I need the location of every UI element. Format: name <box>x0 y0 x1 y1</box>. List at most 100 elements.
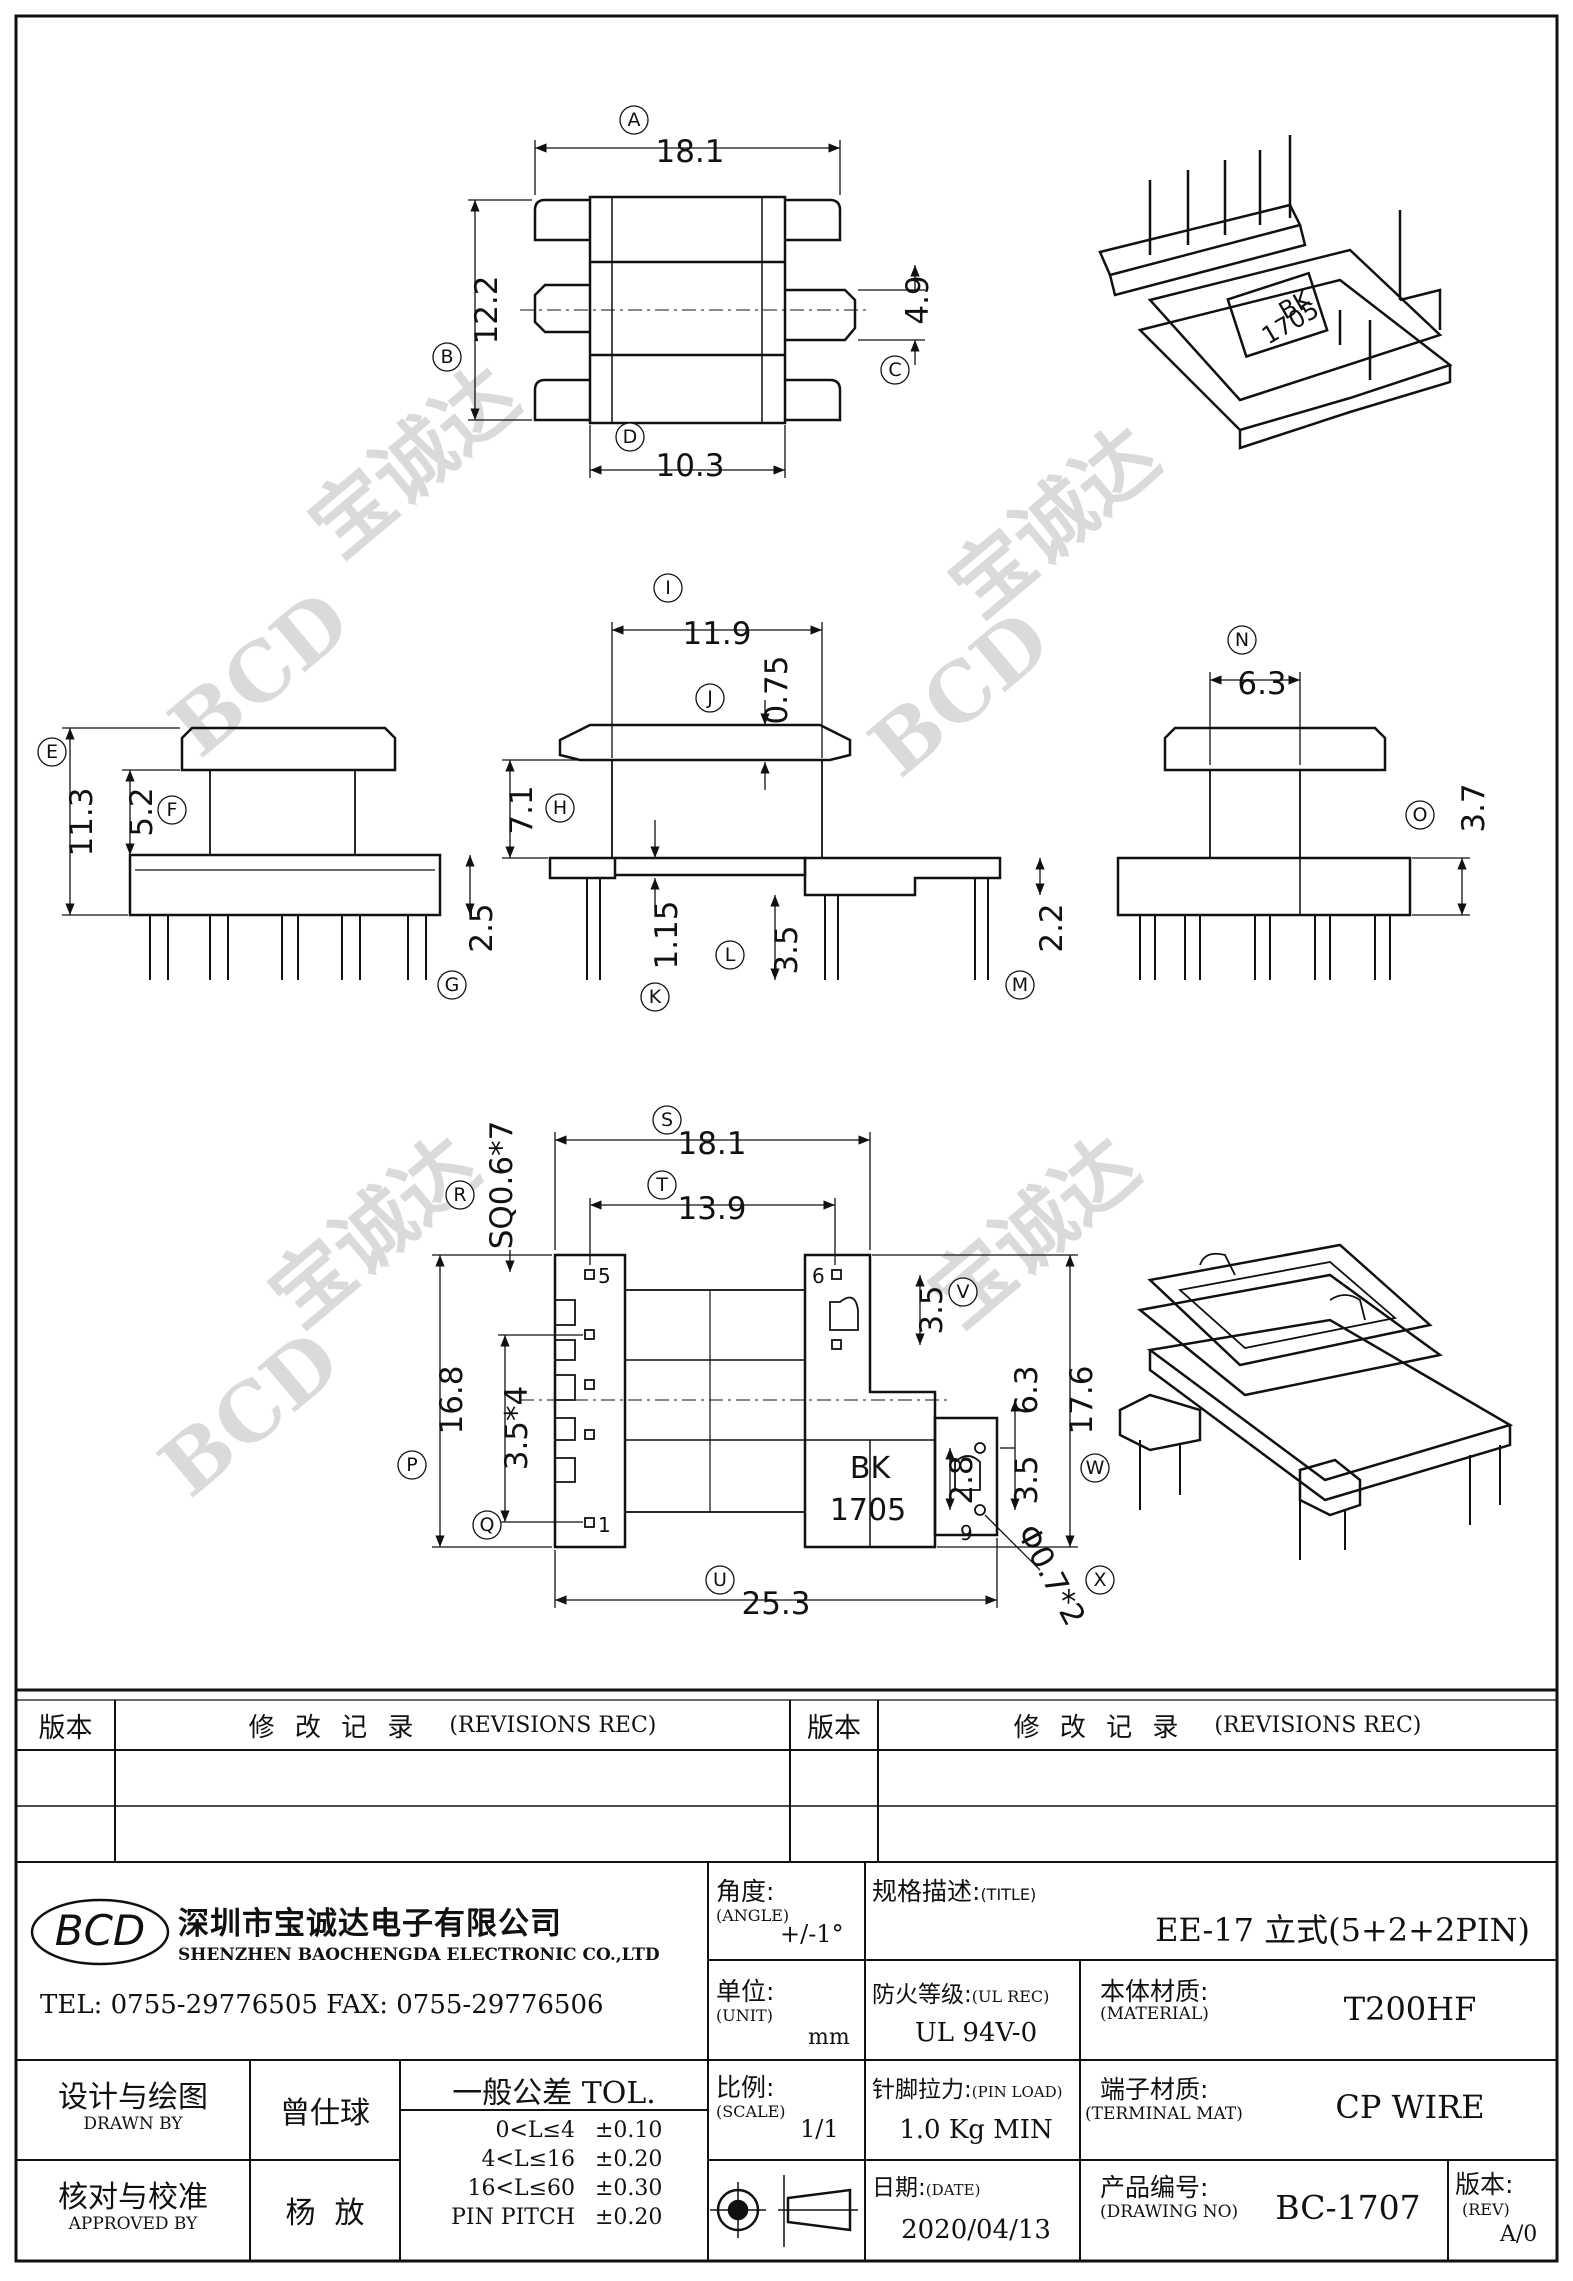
material-label-en: (MATERIAL) <box>1100 2004 1209 2024</box>
dim-top-height: 12.2 <box>469 275 505 344</box>
front-mid-dims <box>502 622 1045 980</box>
side-view <box>1116 726 1412 980</box>
ul-label: 防火等级:(UL REC) <box>872 1975 1049 2009</box>
dim-bottom-b1: 6.3 <box>1009 1365 1045 1414</box>
iso-view-bottom <box>1118 1243 1514 1560</box>
tol-range: 4<L≤16 <box>481 2147 575 2172</box>
rev-header-left-en: (REVISIONS REC) <box>449 1712 657 1738</box>
dim-front-mid-step: 2.2 <box>1034 903 1070 952</box>
iso-view-top <box>1098 135 1453 450</box>
label-r: R <box>453 1184 466 1206</box>
dim-front-mid-width: 11.9 <box>682 616 751 652</box>
dim-front-left-step: 5.2 <box>124 787 160 836</box>
scale-value: 1/1 <box>800 2115 839 2143</box>
date-value: 2020/04/13 <box>901 2215 1051 2245</box>
tol-row: 4<L≤16 ±0.20 <box>400 2145 708 2174</box>
side-texts: 6.3 3.7 N O <box>1227 625 1492 833</box>
company-name-cn: 深圳市宝诚达电子有限公司 <box>178 1906 562 1942</box>
pin-load-label-cn: 针脚拉力: <box>872 2077 972 2103</box>
tol-value: ±0.20 <box>595 2147 663 2172</box>
rev-header-left-cn: 修 改 记 录 <box>248 1712 420 1743</box>
unit-label: 单位: <box>716 1977 775 2006</box>
dim-side-h: 3.7 <box>1456 783 1492 832</box>
tol-value: ±0.10 <box>595 2118 663 2143</box>
tol-row: 0<L≤4±0.10 <box>400 2116 708 2145</box>
tol-label: 一般公差 TOL. <box>452 2076 656 2111</box>
label-s: S <box>661 1109 673 1131</box>
side-dims <box>1209 672 1470 916</box>
material-value: T200HF <box>1343 1990 1477 2028</box>
pin-number-6: 6 <box>812 1264 825 1288</box>
front-mid-texts: 11.9 0.75 7.1 1.15 3.5 2.2 I J H K L M <box>504 573 1070 1012</box>
tol-value: ±0.30 <box>595 2176 663 2201</box>
angle-label: 角度: <box>716 1877 775 1906</box>
tol-row: PIN PITCH ±0.20 <box>400 2203 708 2232</box>
title-label: 规格描述:(TITLE) <box>872 1872 1036 1908</box>
drawn-value: 曾仕球 <box>280 2096 370 2131</box>
dim-bottom-pitch: 3.5*4 <box>499 1386 535 1471</box>
label-u: U <box>713 1569 727 1591</box>
tol-table: 0<L≤4±0.10 4<L≤16 ±0.20 16<L≤60 ±0.30 PIN … <box>400 2116 708 2232</box>
drawing-no-value: BC-1707 <box>1275 2188 1421 2227</box>
dim-top-pin-gap: 4.9 <box>900 275 936 324</box>
tol-value: ±0.20 <box>595 2205 663 2230</box>
ul-value: UL 94V-0 <box>914 2018 1038 2048</box>
label-x: X <box>1093 1569 1106 1591</box>
watermark-text-3: 宝诚达 <box>252 1118 496 1344</box>
label-b: B <box>440 346 453 368</box>
tol-range: PIN PITCH <box>451 2205 575 2230</box>
label-g: G <box>445 974 460 996</box>
pin-number-9: 9 <box>960 1521 973 1545</box>
watermark-text-2: 宝诚达 <box>932 408 1176 634</box>
dim-front-left-total: 11.3 <box>64 787 100 856</box>
dim-front-mid-flange: 0.75 <box>759 655 795 724</box>
company-logo: BCD <box>30 1898 170 1966</box>
dim-bottom-b2: 3.5 <box>1009 1455 1045 1504</box>
watermark-text-1: 宝诚达 <box>292 348 536 574</box>
rev-value: A/0 <box>1500 2222 1538 2247</box>
label-c: C <box>888 359 901 381</box>
scale-label: 比例: <box>716 2073 775 2102</box>
unit-label-en: (UNIT) <box>716 2006 773 2025</box>
date-label-en: (DATE) <box>925 2181 981 2199</box>
front-mid-view <box>548 723 1002 980</box>
bottom-marking-line1: BK <box>850 1451 892 1486</box>
label-t: T <box>655 1174 668 1196</box>
table-grid <box>16 1688 1557 2261</box>
bottom-marking-line2: 1705 <box>830 1493 906 1528</box>
label-e: E <box>46 741 58 763</box>
drawn-label-en: DRAWN BY <box>83 2114 183 2134</box>
drawn-label: 设计与绘图 <box>58 2080 208 2115</box>
label-w: W <box>1086 1457 1105 1479</box>
approved-value: 杨 放 <box>285 2196 365 2231</box>
company-name-en: SHENZHEN BAOCHENGDA ELECTRONIC CO.,LTD <box>178 1945 660 1965</box>
dim-bottom-outer: 18.1 <box>677 1126 746 1162</box>
rev-header-right-en: (REVISIONS REC) <box>1214 1712 1422 1738</box>
date-label-cn: 日期: <box>872 2175 926 2201</box>
rev-header-right: 修 改 记 录 (REVISIONS REC) <box>878 1700 1557 1750</box>
top-view-texts: 18.1 12.2 10.3 4.9 A B C D <box>432 105 936 484</box>
pin-load-label: 针脚拉力:(PIN LOAD) <box>872 2070 1062 2104</box>
title-label-en: (TITLE) <box>980 1885 1037 1904</box>
approved-label-en: APPROVED BY <box>68 2214 198 2234</box>
dim-front-mid-base: 1.15 <box>649 900 685 969</box>
label-m: M <box>1012 974 1028 996</box>
dim-bottom-span: 16.8 <box>434 1365 470 1434</box>
tol-range: 16<L≤60 <box>467 2176 575 2201</box>
label-q: Q <box>480 1514 495 1536</box>
rev-label-en: (REV) <box>1462 2200 1510 2219</box>
top-view-dims <box>468 140 925 478</box>
dim-bottom-inner: 13.9 <box>677 1191 746 1227</box>
label-h: H <box>553 797 567 819</box>
terminal-label: 端子材质: <box>1100 2075 1209 2104</box>
top-view <box>520 195 870 425</box>
label-j: J <box>706 687 713 709</box>
projection-symbol <box>710 2182 858 2238</box>
ul-label-cn: 防火等级: <box>872 1982 972 2008</box>
dim-bottom-sq: SQ0.6*7 <box>484 1121 520 1250</box>
dim-bottom-h2: 2.8 <box>944 1455 980 1504</box>
company-tel-fax: TEL: 0755-29776505 FAX: 0755-29776506 <box>40 1990 604 2020</box>
label-n: N <box>1235 629 1249 651</box>
